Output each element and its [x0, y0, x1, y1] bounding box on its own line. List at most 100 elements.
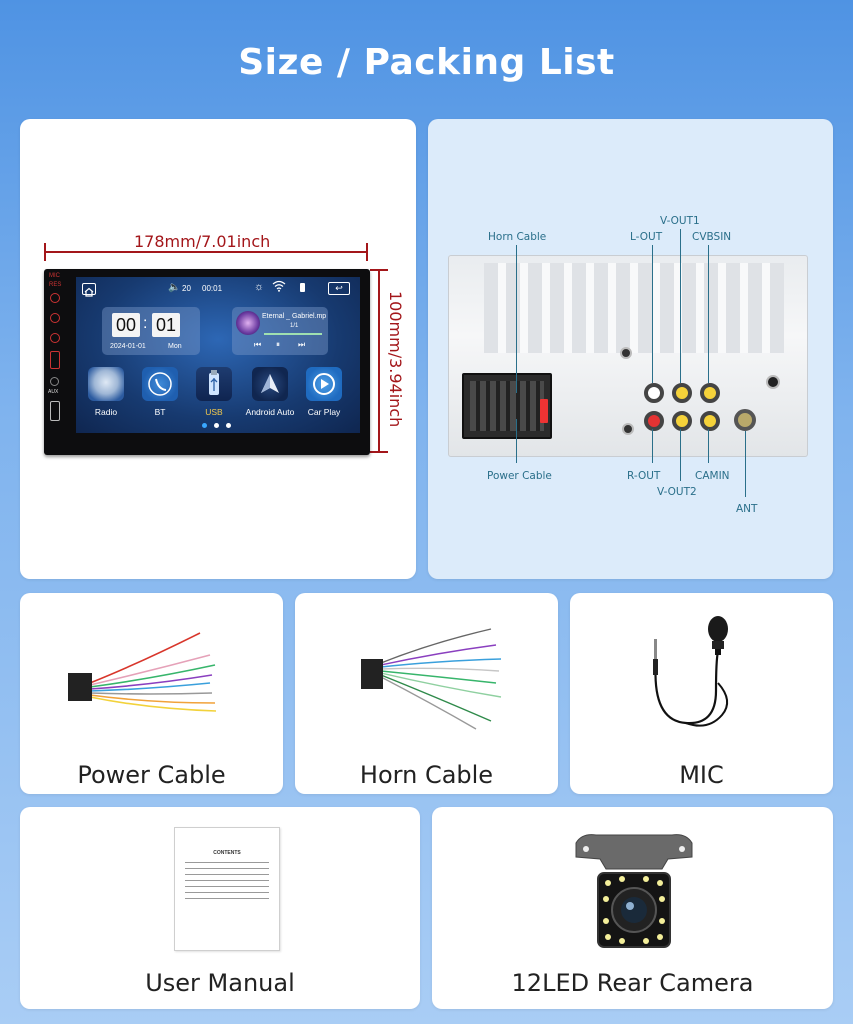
heatsink-fins — [484, 263, 784, 353]
android-auto-app-label: Android Auto — [245, 407, 295, 417]
rca-r-out — [644, 411, 664, 431]
l-out-leader-line — [652, 245, 653, 383]
prev-track-icon[interactable]: ⏮ — [254, 340, 262, 349]
clock-colon: : — [143, 315, 148, 332]
brightness-icon[interactable]: ☼ — [254, 281, 265, 293]
height-dimension-tick-top — [370, 269, 388, 271]
power-icon[interactable] — [50, 293, 60, 303]
rear-camera-card: 12LED Rear Camera — [432, 807, 833, 1009]
screw-hole-3 — [766, 375, 780, 389]
manual-contents-heading: CONTENTS — [213, 850, 241, 856]
rca-camin — [700, 411, 720, 431]
carplay-app-icon[interactable] — [306, 367, 342, 401]
home-icon[interactable] — [82, 283, 96, 297]
v-out1-label: V-OUT1 — [660, 215, 700, 227]
track-progress[interactable] — [264, 333, 322, 335]
status-clock: 00:01 — [202, 284, 223, 293]
battery-icon — [300, 283, 305, 292]
horn-cable-card: Horn Cable — [295, 593, 558, 794]
ant-label: ANT — [736, 503, 758, 515]
cvbsin-label: CVBSIN — [692, 231, 732, 243]
usb-app-icon[interactable] — [196, 367, 232, 401]
clock-weekday: Mon — [168, 343, 182, 350]
aux-port — [50, 377, 59, 386]
page-dot-3[interactable] — [226, 423, 231, 428]
l-out-label: L-OUT — [630, 231, 663, 243]
camin-leader-line — [708, 429, 709, 463]
rca-cvbsin — [700, 383, 720, 403]
mic-card: MIC — [570, 593, 833, 794]
side-mic-label: MIC — [49, 273, 60, 279]
iso-connector-pins — [470, 381, 544, 431]
screw-hole-2 — [622, 423, 634, 435]
rear-camera-image — [575, 834, 693, 948]
usb-port-top — [50, 351, 60, 369]
side-res-label: RES — [49, 282, 62, 288]
height-dimension-tick-bottom — [370, 451, 388, 453]
antenna-port — [734, 409, 756, 431]
r-out-leader-line — [652, 429, 653, 463]
android-auto-app-icon[interactable] — [252, 367, 288, 401]
horn-cable-label: Horn Cable — [488, 231, 547, 243]
rear-panel-body — [448, 255, 808, 457]
clock-date: 2024-01-01 — [110, 343, 146, 350]
rca-v-out1 — [672, 383, 692, 403]
side-aux-label: AUX — [48, 389, 59, 395]
ant-leader-line — [745, 431, 746, 497]
power-cable-card: Power Cable — [20, 593, 283, 794]
track-title: Eternal _ Gabriel.mp — [262, 313, 327, 320]
bt-app-icon[interactable] — [142, 367, 178, 401]
manual-toc-lines — [185, 862, 269, 902]
rca-l-out — [644, 383, 664, 403]
page-dot-1[interactable] — [202, 423, 207, 428]
track-count: 1/1 — [290, 323, 299, 329]
next-track-icon[interactable]: ⏭ — [298, 340, 306, 349]
iso-connector — [462, 373, 552, 439]
user-manual-card: CONTENTS User Manual — [20, 807, 420, 1009]
mic-caption: MIC — [679, 761, 724, 789]
mic-image — [653, 616, 729, 727]
clock-hours: 00 — [112, 313, 140, 337]
user-manual-image: CONTENTS — [174, 827, 280, 951]
camin-label: CAMIN — [695, 470, 730, 482]
horn-leader-line — [516, 245, 517, 393]
clock-widget[interactable]: 00 : 01 2024-01-01 Mon — [102, 307, 200, 355]
r-out-label: R-OUT — [627, 470, 661, 482]
height-dimension-line — [378, 269, 380, 453]
clock-minutes: 01 — [152, 313, 180, 337]
radio-app-label: Radio — [94, 407, 118, 417]
page-title: Size / Packing List — [238, 42, 615, 83]
bt-app-label: BT — [154, 407, 166, 417]
power-cable-image — [68, 632, 217, 712]
pause-icon[interactable]: ⏸ — [276, 340, 280, 349]
back-button[interactable]: ↩ — [328, 282, 350, 295]
home-side-icon[interactable] — [50, 313, 60, 323]
display-screen: 🔈 20 00:01 ☼ ↩ 00 : 01 2024-01-01 Mon Et… — [76, 277, 360, 433]
power-cable-label: Power Cable — [487, 470, 552, 482]
album-art — [236, 311, 260, 335]
usb-port-bottom — [50, 401, 60, 421]
volume-level: 20 — [182, 284, 191, 293]
v-out2-leader-line — [680, 429, 681, 481]
wifi-icon — [272, 280, 286, 295]
rear-panel-card: Horn Cable V-OUT1 L-OUT CVBSIN Power Cab… — [428, 119, 833, 579]
volume-icon[interactable]: 🔈 — [168, 282, 181, 293]
power-cable-caption: Power Cable — [77, 761, 226, 789]
horn-cable-caption: Horn Cable — [359, 761, 494, 789]
carplay-app-label: Car Play — [307, 407, 341, 417]
rear-camera-caption: 12LED Rear Camera — [511, 969, 754, 997]
width-dimension-label: 178mm/7.01inch — [134, 232, 271, 251]
fuse — [540, 399, 548, 423]
cvbsin-leader-line — [708, 245, 709, 383]
horn-cable-image — [361, 628, 502, 730]
height-dimension-label: 100mm/3.94inch — [386, 291, 405, 428]
width-dimension-tick-right — [366, 243, 368, 261]
radio-app-icon[interactable] — [88, 367, 124, 401]
v-out1-leader-line — [680, 229, 681, 383]
power-leader-line — [516, 419, 517, 463]
user-manual-caption: User Manual — [145, 969, 295, 997]
page-dot-2[interactable] — [214, 423, 219, 428]
back-side-icon[interactable] — [50, 333, 60, 343]
music-widget[interactable]: Eternal _ Gabriel.mp 1/1 ⏮ ⏸ ⏭ — [232, 307, 328, 355]
usb-app-label: USB — [205, 407, 223, 417]
